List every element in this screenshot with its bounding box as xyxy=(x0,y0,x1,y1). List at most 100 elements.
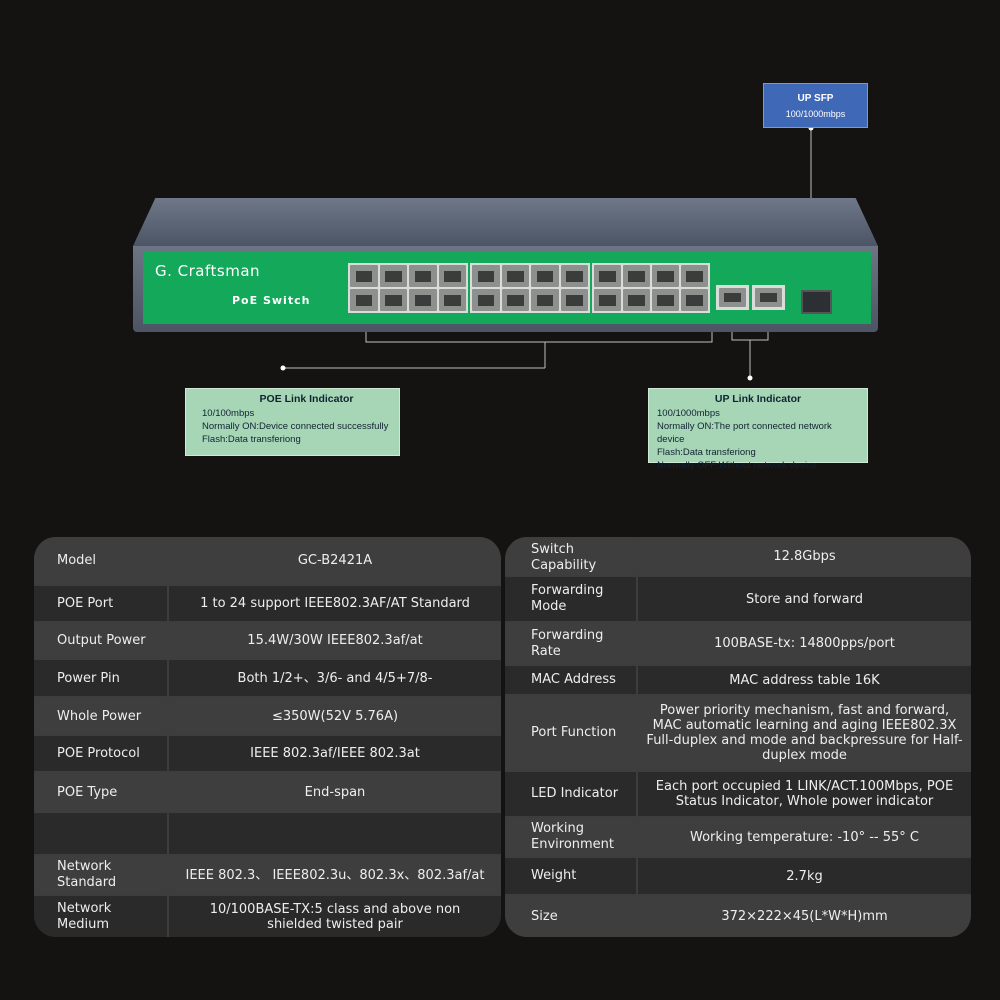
up-link-line: Flash:Data transferiong xyxy=(657,447,756,458)
rj45-port xyxy=(719,288,746,307)
rj45-port xyxy=(560,265,588,287)
spec-value xyxy=(169,813,501,854)
poe-link-line: 10/100mbps xyxy=(202,408,255,419)
spec-key: POE Port xyxy=(34,586,167,621)
spec-value: 372×222×45(L*W*H)mm xyxy=(638,896,971,937)
spec-key: Size xyxy=(505,896,636,937)
rj45-port xyxy=(501,289,529,311)
rj45-port xyxy=(623,289,650,311)
spec-key: Working Environment xyxy=(505,818,636,856)
rj45-port xyxy=(755,288,782,307)
spec-key: Network Medium xyxy=(34,896,167,937)
rj45-port xyxy=(681,265,708,287)
sfp-slot xyxy=(801,290,832,314)
rj45-port xyxy=(379,289,407,311)
spec-value: 10/100BASE-TX:5 class and above non shie… xyxy=(169,896,501,937)
spec-key: POE Protocol xyxy=(34,736,167,771)
rj45-port xyxy=(472,289,500,311)
product-label: PoE Switch xyxy=(232,294,311,307)
spec-key: POE Type xyxy=(34,773,167,811)
rj45-port xyxy=(623,265,650,287)
up-link-callout: UP Link Indicator 100/1000mbps Normally … xyxy=(648,388,868,471)
rj45-port xyxy=(438,289,466,311)
uplink-port-2 xyxy=(752,285,785,310)
spec-key: Network Standard xyxy=(34,856,167,894)
rj45-port xyxy=(594,289,621,311)
rj45-port xyxy=(438,265,466,287)
spec-value: GC-B2421A xyxy=(169,537,501,584)
spec-value: 12.8Gbps xyxy=(638,537,971,575)
spec-value: Store and forward xyxy=(638,577,971,621)
spec-row xyxy=(34,813,501,854)
spec-value: Working temperature: -10° -- 55° C xyxy=(638,818,971,856)
spec-key: Forwarding Mode xyxy=(505,577,636,621)
uplink-port-1 xyxy=(716,285,749,310)
rj45-port xyxy=(409,265,437,287)
brand-logo: G. Craftsman xyxy=(155,262,261,280)
poe-link-line: Flash:Data transferiong xyxy=(202,434,301,445)
rj45-port xyxy=(472,265,500,287)
rj45-port xyxy=(531,265,559,287)
rj45-port xyxy=(501,265,529,287)
rj45-port xyxy=(652,265,679,287)
spec-key: Power Pin xyxy=(34,660,167,696)
spec-key xyxy=(34,813,167,854)
spec-value: Each port occupied 1 LINK/ACT.100Mbps, P… xyxy=(638,772,971,816)
rj45-port xyxy=(531,289,559,311)
rj45-port xyxy=(560,289,588,311)
spec-key: Model xyxy=(34,537,167,584)
rj45-port xyxy=(379,265,407,287)
up-link-line: Normally ON:The port connected network d… xyxy=(657,421,832,445)
spec-row: Whole Power≤350W(52V 5.76A) xyxy=(34,698,501,734)
spec-value: End-span xyxy=(169,773,501,811)
spec-key: Forwarding Rate xyxy=(505,623,636,664)
spec-value: MAC address table 16K xyxy=(638,666,971,694)
spec-value: 15.4W/30W IEEE802.3af/at xyxy=(169,623,501,658)
spec-key: Weight xyxy=(505,858,636,894)
rj45-port xyxy=(681,289,708,311)
spec-key: LED Indicator xyxy=(505,772,636,816)
poe-link-line: Normally ON:Device connected successfull… xyxy=(202,421,389,432)
up-link-line: 100/1000mbps xyxy=(657,408,720,419)
spec-value: 2.7kg xyxy=(638,858,971,894)
spec-value: IEEE 802.3af/IEEE 802.3at xyxy=(169,736,501,771)
port-group-1 xyxy=(348,263,468,313)
poe-link-callout: POE Link Indicator 10/100mbps Normally O… xyxy=(185,388,400,456)
spec-value: 1 to 24 support IEEE802.3AF/AT Standard xyxy=(169,586,501,621)
spec-key: Output Power xyxy=(34,623,167,658)
spec-value: ≤350W(52V 5.76A) xyxy=(169,698,501,734)
spec-key: Switch Capability xyxy=(505,537,636,575)
poe-link-title: POE Link Indicator xyxy=(259,393,354,405)
switch-top-panel xyxy=(133,198,878,246)
rj45-port xyxy=(409,289,437,311)
spec-key: Whole Power xyxy=(34,698,167,734)
rj45-port xyxy=(652,289,679,311)
up-link-line: Normally OFF:Without network device xyxy=(657,460,817,471)
rj45-port xyxy=(350,289,378,311)
spec-value: Both 1/2+、3/6- and 4/5+7/8- xyxy=(169,660,501,696)
spec-value: Power priority mechanism, fast and forwa… xyxy=(638,696,971,770)
port-group-3 xyxy=(592,263,710,313)
rj45-port xyxy=(594,265,621,287)
up-sfp-speed: 100/1000mbps xyxy=(785,109,846,119)
up-sfp-callout: UP SFP 100/1000mbps xyxy=(763,83,868,128)
spec-value: IEEE 802.3、 IEEE802.3u、802.3x、802.3af/at xyxy=(169,856,501,894)
port-group-2 xyxy=(470,263,590,313)
